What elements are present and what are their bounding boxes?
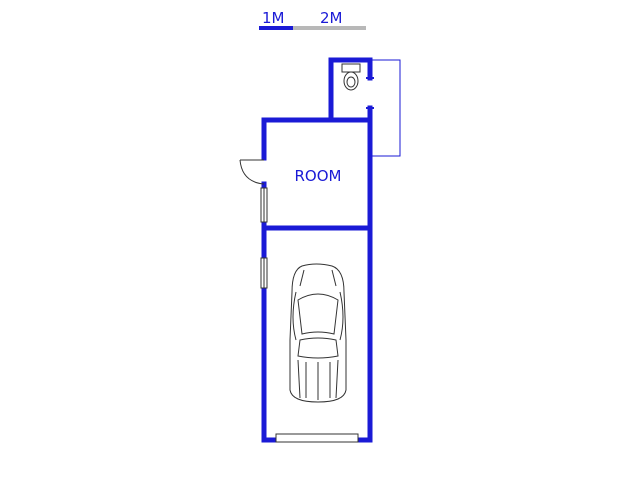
garage-door-icon: [275, 433, 359, 443]
window-icon: [260, 187, 268, 289]
scale-label-2m: 2M: [320, 9, 343, 27]
scale-bar: 1M 2M: [259, 9, 366, 30]
toilet-door-jambs: [366, 77, 374, 109]
car-side-right: [339, 291, 344, 341]
walls: [261, 57, 373, 443]
car-trunk-lines: [297, 359, 339, 400]
car-side-left: [292, 291, 297, 341]
door-arc: [239, 159, 265, 185]
wall-toilet-outer: [328, 57, 373, 123]
door-swing-icon: [239, 159, 265, 185]
car-body: [289, 263, 347, 403]
car-hood-lines: [299, 269, 337, 287]
external-outline: [372, 59, 401, 157]
car-rear-window: [297, 337, 339, 359]
toilet-icon: [341, 63, 361, 91]
room-label: ROOM: [295, 167, 342, 185]
toilet-seat: [346, 76, 356, 88]
car-icon: [289, 263, 347, 403]
scale-label-1m: 1M: [262, 9, 285, 27]
car-windshield: [297, 293, 339, 335]
toilet-cistern: [341, 63, 361, 73]
